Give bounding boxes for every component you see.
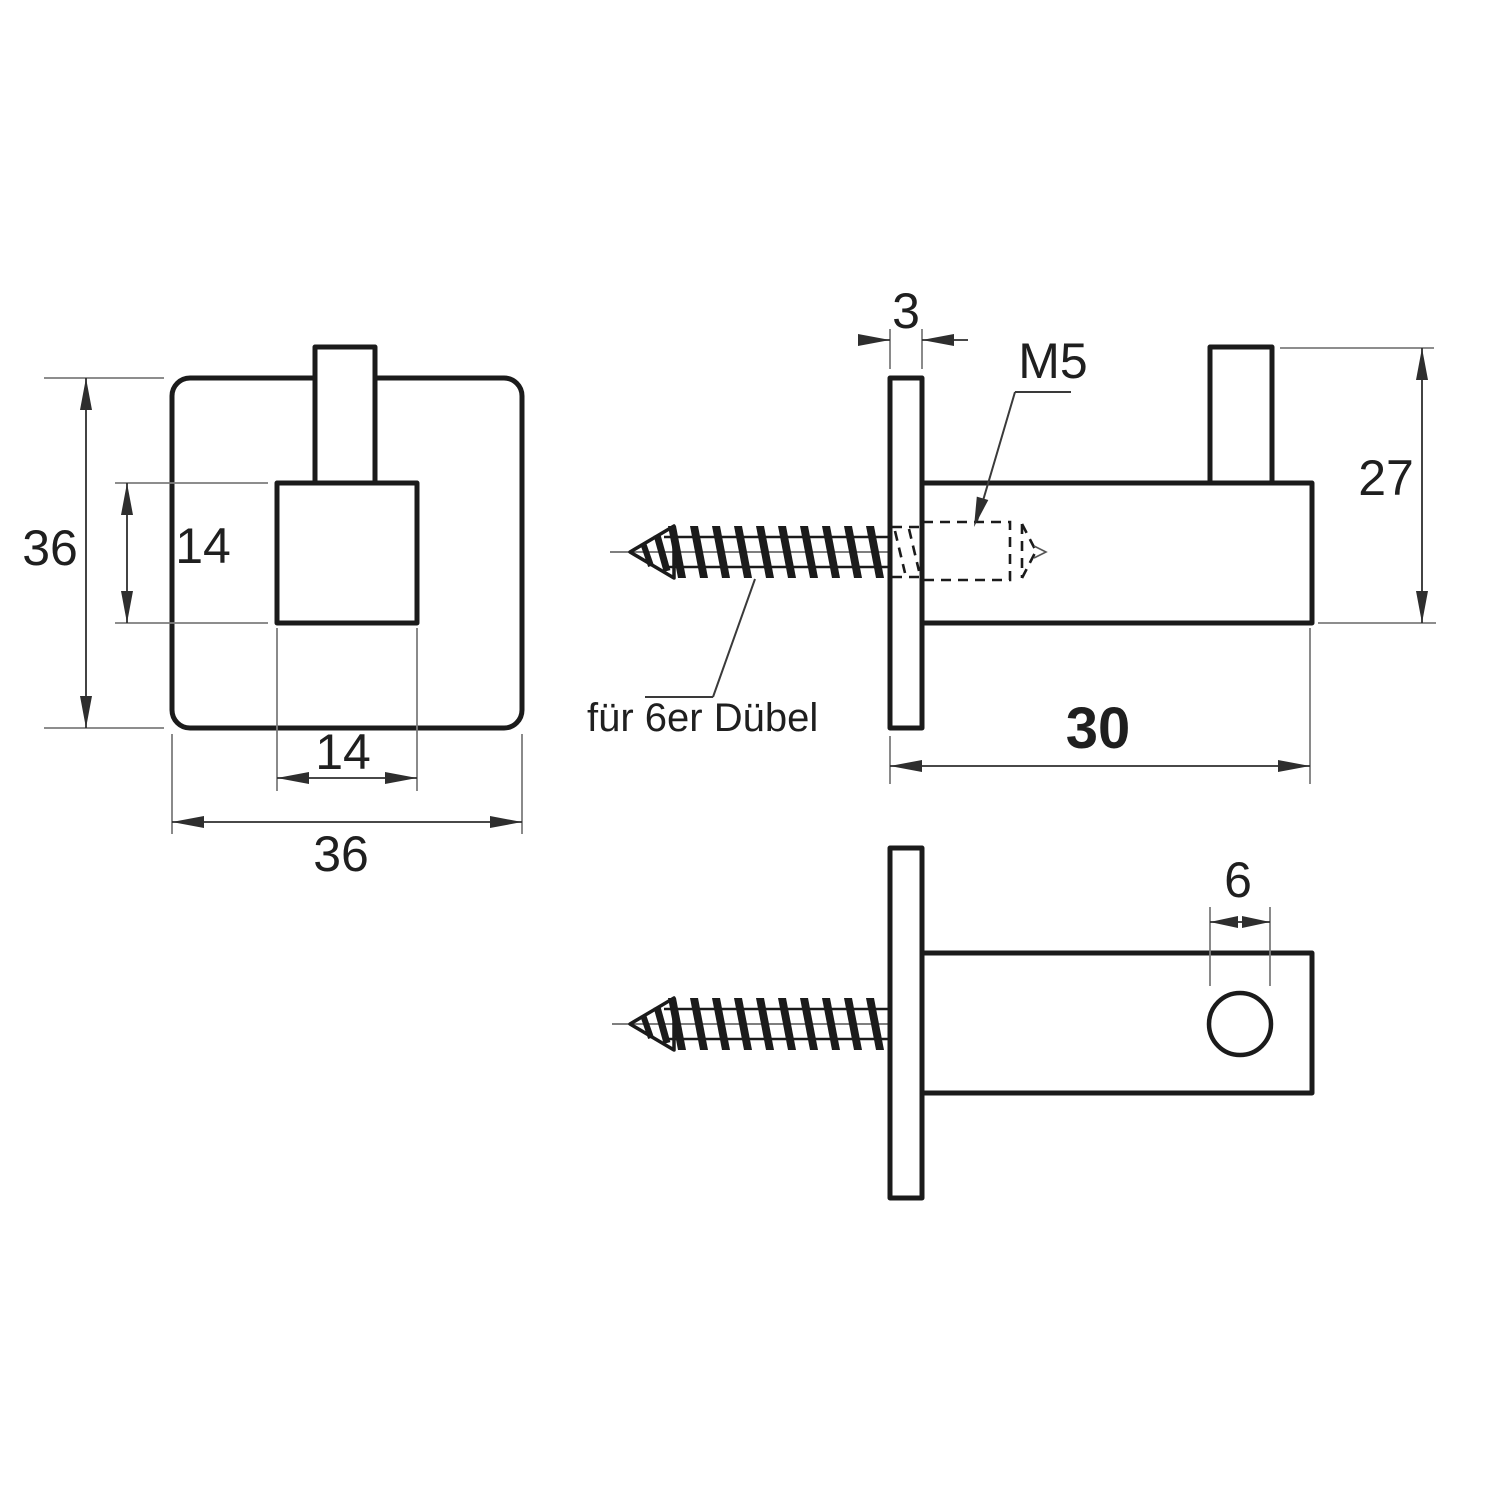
hook-hole: [1206, 990, 1274, 1058]
dim-hole-diameter: 6: [1209, 852, 1271, 986]
leader-line: [712, 578, 756, 698]
dim-front-hook-width: 14: [276, 628, 418, 791]
dim-front-hook-width-value: 14: [315, 724, 371, 780]
arrowhead-right-icon: [1242, 916, 1270, 928]
dim-projection-length-value: 30: [1066, 696, 1131, 761]
arrowhead-up-icon: [121, 483, 133, 515]
thread-hole-outline: [921, 520, 1012, 582]
arrowhead-down-icon: [80, 696, 92, 728]
front-hook-base: [274, 480, 420, 626]
wall-plate-top: [887, 845, 925, 1201]
arrowhead-right-icon: [490, 816, 522, 828]
dim-front-height: 36: [22, 377, 164, 729]
drill-point: [1020, 550, 1038, 579]
dim-front-height-value: 36: [22, 520, 78, 576]
dim-plate-thickness: 3: [858, 283, 968, 369]
dim-front-hook-height-value: 14: [175, 518, 231, 574]
dim-front-hook-height: 14: [115, 482, 268, 624]
dim-overall-height-value: 27: [1358, 450, 1414, 506]
drill-point: [1020, 523, 1038, 552]
hidden-line: [907, 528, 921, 572]
dim-front-width-value: 36: [313, 826, 369, 882]
arrowhead-right-icon: [1278, 760, 1310, 772]
leader-arrowhead-icon: [974, 496, 989, 527]
arrowhead-down-icon: [1416, 591, 1428, 623]
dim-hole-diameter-value: 6: [1224, 852, 1252, 908]
wall-plate-side: [887, 375, 925, 731]
arrowhead-down-icon: [121, 591, 133, 623]
dim-projection-length: 30: [889, 628, 1311, 784]
top-view: 6: [612, 845, 1315, 1201]
arrowhead-left-icon: [1210, 916, 1238, 928]
arrowhead-left-icon: [172, 816, 204, 828]
hook-body-side: [919, 480, 1315, 626]
front-view: 36 14 14 36: [22, 344, 525, 882]
arrowhead-right-icon: [858, 334, 890, 346]
hidden-thread-hole: [892, 520, 1048, 582]
arrowhead-up-icon: [80, 378, 92, 410]
dim-front-width: 36: [171, 734, 523, 882]
front-hook-tip: [312, 344, 378, 486]
dim-plate-thickness-value: 3: [892, 283, 920, 339]
arrowhead-left-icon: [277, 772, 309, 784]
screw-note-label: für 6er Dübel: [587, 696, 818, 740]
arrowhead-up-icon: [1416, 348, 1428, 380]
arrowhead-left-icon: [922, 334, 954, 346]
thread-label: M5: [1018, 333, 1087, 389]
centerline-chevron-icon: [1033, 545, 1048, 559]
hidden-line: [893, 530, 907, 574]
hook-post-side: [1207, 344, 1275, 486]
dim-overall-height: 27: [1280, 347, 1436, 624]
arrowhead-left-icon: [890, 760, 922, 772]
screw-note-callout: für 6er Dübel: [587, 578, 818, 740]
side-view: 3 M5 27 30: [587, 283, 1436, 784]
thread-callout: M5: [974, 333, 1088, 527]
arrowhead-right-icon: [385, 772, 417, 784]
